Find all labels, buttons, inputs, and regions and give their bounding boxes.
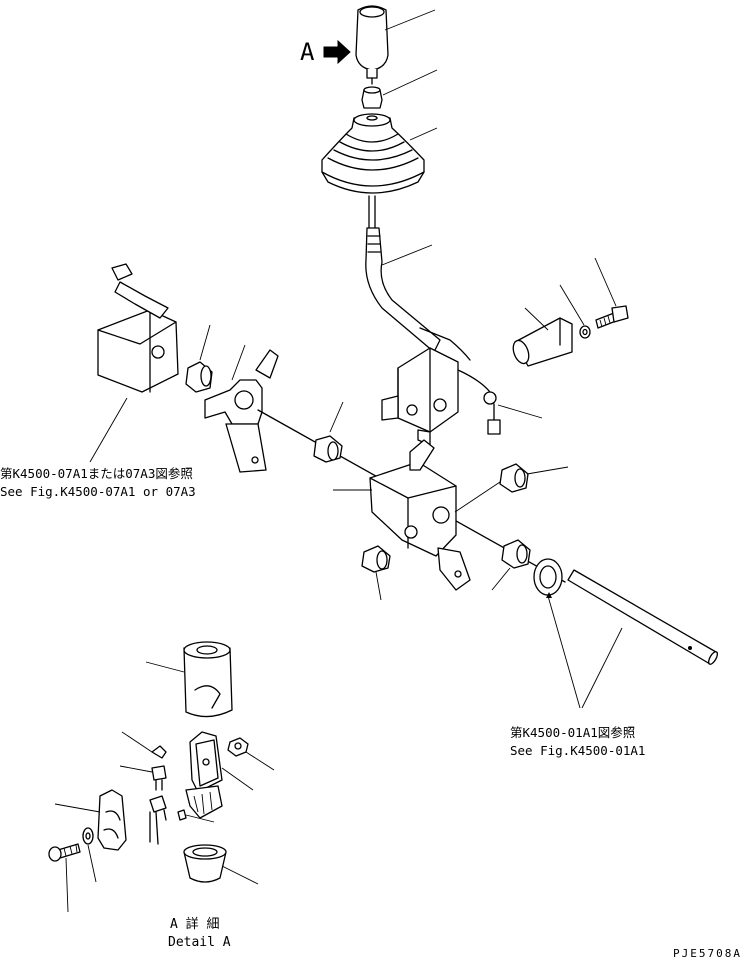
valve-assembly-ref xyxy=(97,263,179,393)
central-block xyxy=(369,439,471,591)
ref-07a-jp: 第K4500-07A1または07A3図参照 xyxy=(0,466,193,481)
ref-01a-en: See Fig.K4500-01A1 xyxy=(510,743,645,758)
spring-clip xyxy=(151,745,167,759)
pin-washer xyxy=(579,325,591,339)
view-a-label: A xyxy=(300,38,315,66)
knob-base-boot xyxy=(183,844,227,883)
leader-cover-washer xyxy=(87,844,97,883)
leader-lever xyxy=(381,244,433,266)
leader-base-boot xyxy=(221,865,259,885)
leader-pin xyxy=(524,307,549,331)
ref-01a-jp: 第K4500-01A1図参照 xyxy=(510,725,635,740)
leader-washer xyxy=(559,284,585,326)
cover-screw xyxy=(48,843,81,862)
switch-body xyxy=(185,731,223,819)
cover-washer xyxy=(82,827,94,845)
leader-connector xyxy=(497,404,543,419)
leader-bushing-left xyxy=(199,324,211,361)
leader-block-right xyxy=(454,481,501,513)
leader-ref01-a xyxy=(547,595,581,709)
micro-switch xyxy=(151,765,167,791)
leader-spring-clip xyxy=(121,731,153,753)
leader-switch-body xyxy=(221,767,254,791)
bushing-lower-left xyxy=(361,545,391,573)
harness-connector xyxy=(457,369,501,435)
bushing-lower-right xyxy=(501,539,531,569)
leader-knob xyxy=(384,9,436,31)
control-lever xyxy=(365,195,471,361)
bracket-pin xyxy=(512,317,573,367)
bushing-left xyxy=(185,361,213,393)
pin-bolt xyxy=(595,305,629,329)
leader-boot xyxy=(409,127,438,141)
leader-grip xyxy=(145,661,185,673)
leader-switch-nut xyxy=(245,751,275,771)
leader-valve-ref xyxy=(89,397,128,463)
detail-a-jp: A 詳 細 xyxy=(170,916,219,932)
bushing-mid xyxy=(313,435,343,463)
seal-ring xyxy=(533,558,563,596)
leader-wiring-tab xyxy=(185,814,215,823)
leader-bushing-mid xyxy=(329,401,344,433)
lever-arm-left xyxy=(204,349,279,473)
long-shaft xyxy=(567,569,719,665)
bushing-upper-right xyxy=(499,463,529,493)
drawing-code: PJE5708A xyxy=(673,947,742,958)
leader-lever-arm-left xyxy=(231,344,246,381)
lever-nut xyxy=(361,86,383,109)
leader-nut xyxy=(382,69,438,96)
ref-07a-en: See Fig.K4500-07A1 or 07A3 xyxy=(0,484,196,499)
lever-bracket xyxy=(381,347,459,446)
knob-grip xyxy=(183,641,233,718)
lever-knob xyxy=(355,5,389,85)
switch-nut xyxy=(227,737,249,757)
leader-bushing-upper-right xyxy=(526,466,569,475)
leader-ref01-b xyxy=(581,627,623,709)
leader-bolt xyxy=(594,257,617,307)
view-a-indicator: A xyxy=(300,38,351,66)
knob-cover xyxy=(97,789,127,851)
lever-boot xyxy=(321,113,425,194)
leader-cover-screw xyxy=(65,857,69,913)
leader-micro-switch xyxy=(119,765,153,773)
switch-wiring xyxy=(149,795,187,845)
leader-knob-cover xyxy=(54,803,101,813)
leader-bushing-lower-right xyxy=(491,567,511,591)
detail-a-en: Detail A xyxy=(168,935,231,950)
leader-bushing-lower-left xyxy=(375,571,382,601)
